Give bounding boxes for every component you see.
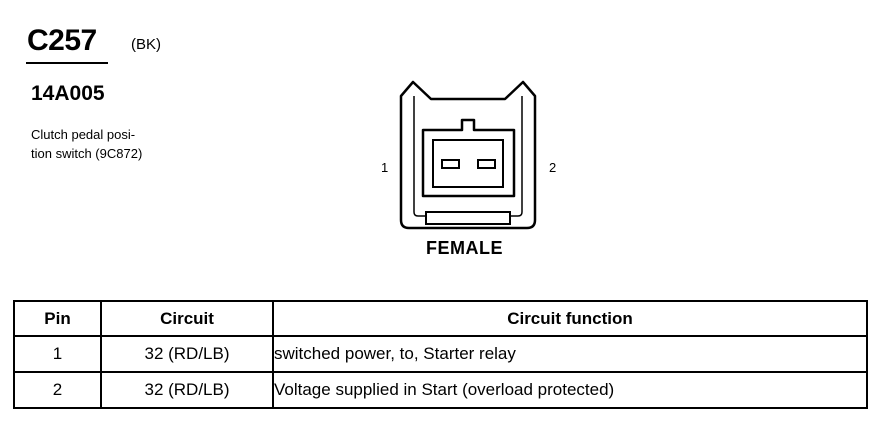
pin-1-label: 1 <box>381 160 389 175</box>
cell-pin: 2 <box>13 371 102 409</box>
header-circuit: Circuit <box>100 300 274 337</box>
part-number: 14A005 <box>31 82 105 105</box>
table-header-row: Pin Circuit Circuit function <box>13 300 868 337</box>
connector-gender-label: FEMALE <box>426 238 503 258</box>
header-circuit-function: Circuit function <box>272 300 868 337</box>
component-description-line: Clutch pedal posi- <box>31 127 136 142</box>
pin-2-label: 2 <box>549 160 557 175</box>
connector-housing-outer <box>399 80 537 230</box>
connector-latch <box>425 211 511 225</box>
cell-circuit-function: Voltage supplied in Start (overload prot… <box>272 371 868 409</box>
cell-pin: 1 <box>13 335 102 373</box>
header-pin: Pin <box>13 300 102 337</box>
component-description-line: tion switch (9C872) <box>31 146 143 161</box>
terminal-slot-pin-2 <box>477 159 496 169</box>
connector-id-underline <box>26 62 108 64</box>
cell-circuit: 32 (RD/LB) <box>100 371 274 409</box>
connector-face-diagram <box>399 80 537 230</box>
connector-id: C257 <box>27 24 97 57</box>
connector-housing-inner <box>413 96 523 217</box>
table-row: 1 32 (RD/LB) switched power, to, Starter… <box>13 335 868 373</box>
cell-circuit: 32 (RD/LB) <box>100 335 274 373</box>
connector-color-code: (BK) <box>131 36 161 53</box>
pinout-table: Pin Circuit Circuit function 1 32 (RD/LB… <box>13 300 868 409</box>
connector-insert <box>421 118 516 198</box>
cell-circuit-function: switched power, to, Starter relay <box>272 335 868 373</box>
terminal-slot-pin-1 <box>441 159 460 169</box>
terminal-window <box>432 139 504 188</box>
component-description: Clutch pedal posi- tion switch (9C872) <box>31 125 181 163</box>
table-row: 2 32 (RD/LB) Voltage supplied in Start (… <box>13 371 868 409</box>
